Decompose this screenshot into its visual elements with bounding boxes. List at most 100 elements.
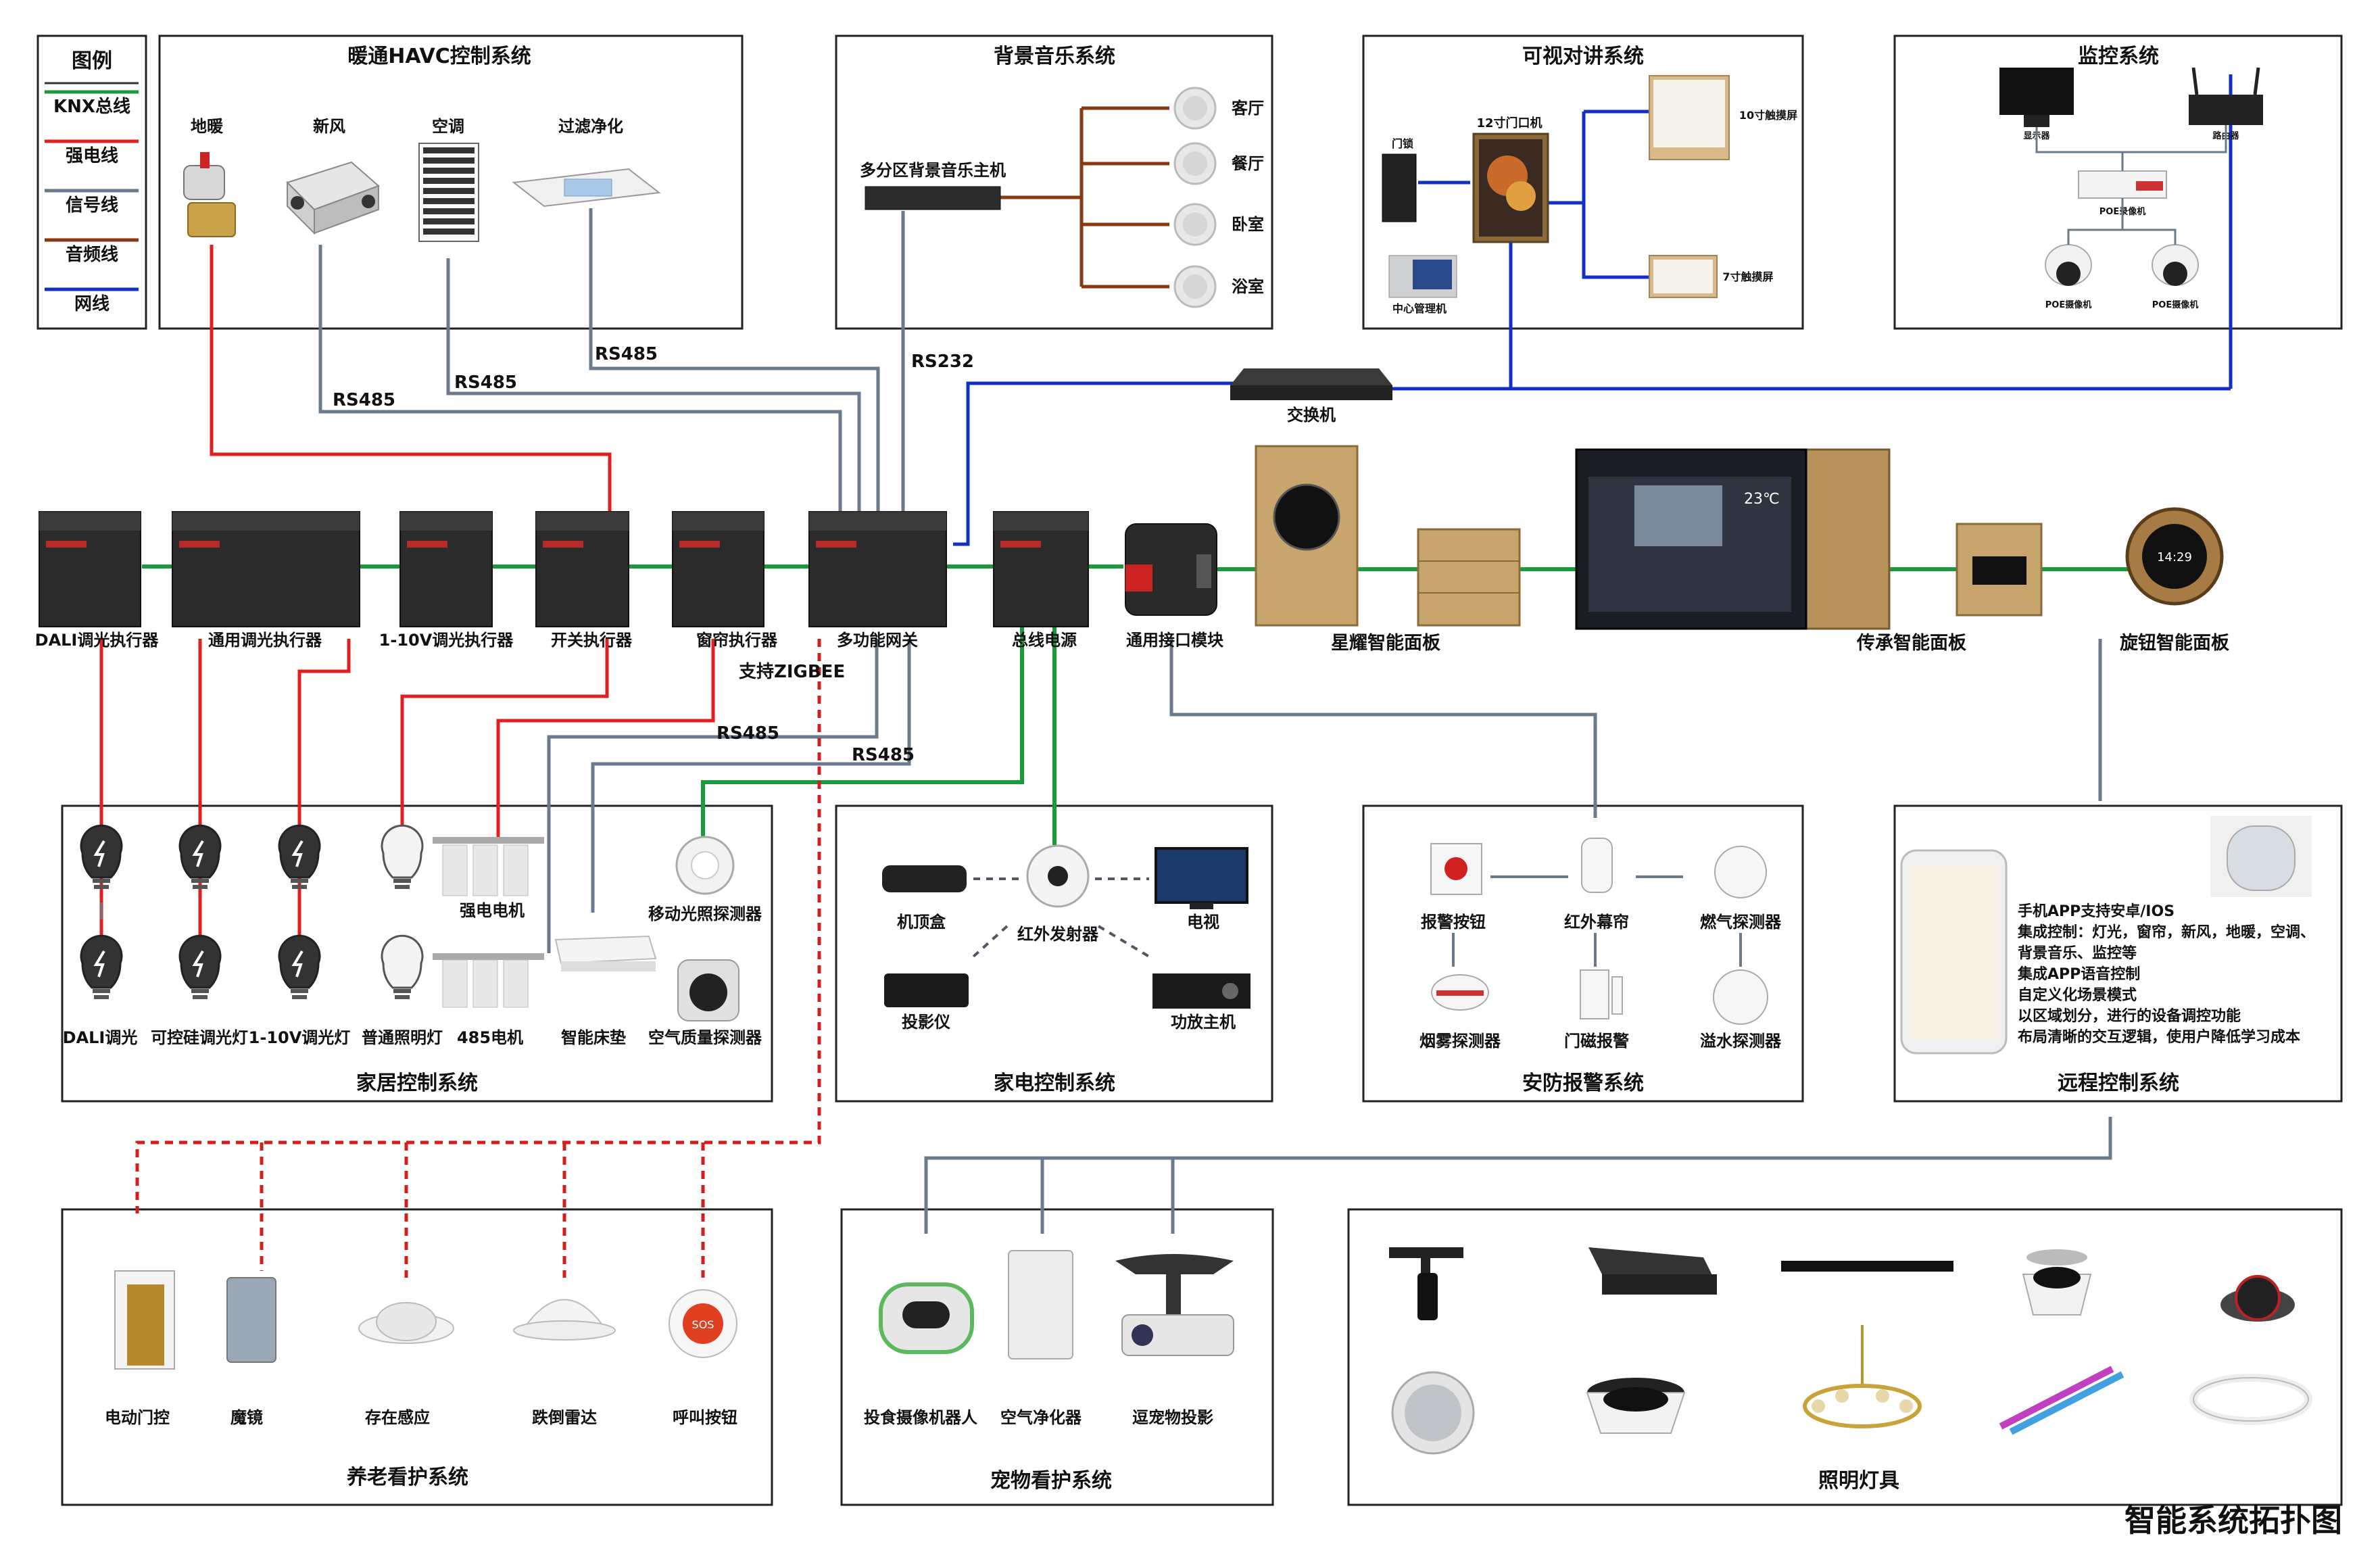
rs485-label-1: RS485 <box>595 344 658 364</box>
presence-sensor-icon <box>358 1302 454 1344</box>
bus-device-label: 多功能网关 <box>837 631 918 650</box>
electric-door-icon <box>114 1270 175 1370</box>
lighting-fixtures: 照明灯具 <box>1389 1247 2312 1493</box>
ir-emitter-icon <box>1026 844 1090 908</box>
bulb-icon <box>178 934 222 989</box>
air-filter-unit-icon <box>512 168 661 208</box>
security-alarm-label: 报警按钮 <box>1421 913 1486 932</box>
cctv-cam2-label: POE摄像机 <box>2152 299 2198 310</box>
cctv-cam1-label: POE摄像机 <box>2045 299 2091 310</box>
pet-purifier-label: 空气净化器 <box>1000 1408 1082 1427</box>
appliance-system: 机顶盒 红外发射器 电视 投影仪 功放主机 家电控制系统 <box>882 844 1250 1095</box>
bus-device-label: 开关执行器 <box>551 631 633 650</box>
alarm-button-icon <box>1430 843 1482 895</box>
music-host-label: 多分区背景音乐主机 <box>860 161 1006 180</box>
rs485-label-5: RS485 <box>852 745 915 765</box>
system-frames <box>37 34 2343 1506</box>
remote-title: 远程控制系统 <box>2058 1071 2179 1095</box>
home-title: 家居控制系统 <box>356 1071 478 1095</box>
remote-control-system: 手机APP支持安卓/IOS集成控制：灯光，窗帘，新风，地暖，空调、背景音乐、监控… <box>1900 816 2315 1095</box>
elderly-radar-label: 跌倒雷达 <box>532 1408 597 1427</box>
speaker-room-label: 客厅 <box>1232 99 1264 118</box>
appliance-title: 家电控制系统 <box>994 1071 1115 1095</box>
remote-feature-line: 集成控制：灯光，窗帘，新风，地暖，空调、 <box>2017 923 2315 941</box>
bulb-icon <box>381 934 424 989</box>
music-title: 背景音乐系统 <box>994 45 1115 68</box>
bulb-icon <box>178 824 222 879</box>
heritage-panel-label: 传承智能面板 <box>1856 632 1966 654</box>
security-smoke-label: 烟雾探测器 <box>1419 1032 1501 1051</box>
legend-item-label: 网线 <box>74 294 110 314</box>
touch-screen-10-icon <box>1649 75 1730 160</box>
magic-mirror-icon <box>226 1277 276 1363</box>
star-panel-label: 星耀智能面板 <box>1331 632 1440 654</box>
hvac-floor-heating-label: 地暖 <box>191 117 224 136</box>
bus-device-icon <box>672 511 764 627</box>
elderly-title: 养老看护系统 <box>347 1466 468 1489</box>
touch-screen-7-icon <box>1649 255 1718 298</box>
ac-vent-icon <box>418 143 479 242</box>
intercom-title: 可视对讲系统 <box>1522 45 1644 68</box>
poe-camera-1-icon <box>2045 244 2092 286</box>
bus-device-icon <box>39 511 141 627</box>
bulb-icon <box>80 934 123 989</box>
lighting-title: 照明灯具 <box>1818 1469 1899 1493</box>
star-panel-icon <box>1255 445 1521 627</box>
home-device-label: 可控硅调光灯 <box>151 1028 248 1047</box>
pet-title: 宠物看护系统 <box>990 1469 1112 1493</box>
bulb-icon <box>381 824 424 879</box>
signal-lines <box>318 208 2112 1234</box>
home-device-label: DALI调光 <box>63 1028 138 1047</box>
home-device-label: 485电机 <box>457 1028 523 1047</box>
home-motion-sensor-label: 移动光照探测器 <box>648 905 762 923</box>
rs485-label-3: RS485 <box>333 390 395 410</box>
amplifier-icon <box>1152 973 1250 1009</box>
bus-device-label: 通用接口模块 <box>1126 631 1223 650</box>
hvac-fresh-air-label: 新风 <box>313 117 345 136</box>
intercom-screen10-label: 10寸触摸屏 <box>1739 109 1797 122</box>
water-leak-detector-icon <box>1713 969 1768 1025</box>
set-top-box-icon <box>882 865 967 892</box>
motion-light-sensor-icon <box>675 836 735 895</box>
knob-panel-icon: 14:29 <box>2125 507 2224 606</box>
phone-app-icon <box>1900 849 2008 1055</box>
security-links <box>1452 875 1742 967</box>
rs485-label-4: RS485 <box>717 723 779 744</box>
home-device-label: 智能床垫 <box>561 1028 626 1047</box>
bus-device-icon <box>535 511 629 627</box>
fall-radar-icon <box>513 1299 616 1341</box>
sos-call-button-icon: SOS <box>669 1289 737 1358</box>
remote-feature-line: 布局清晰的交互逻辑，使用户降低学习成本 <box>2018 1028 2300 1046</box>
center-manager-icon <box>1388 255 1457 298</box>
speaker-room-label: 卧室 <box>1232 215 1264 234</box>
appliance-tv-label: 电视 <box>1187 913 1219 932</box>
remote-feature-line: 集成APP语音控制 <box>2017 965 2140 983</box>
linear-light-icon <box>1781 1261 1953 1272</box>
rs485-label-2: RS485 <box>454 372 517 393</box>
speaker-room-label: 餐厅 <box>1232 154 1264 173</box>
elderly-care-system: SOS 电动门控 魔镜 存在感应 跌倒雷达 呼叫按钮 养老看护系统 <box>105 1270 737 1489</box>
appliance-projector-label: 投影仪 <box>902 1013 951 1032</box>
hvac-ac-label: 空调 <box>432 117 464 136</box>
appliance-amp-label: 功放主机 <box>1171 1013 1236 1032</box>
switch-label: 交换机 <box>1287 406 1336 425</box>
network-lines <box>953 74 2233 546</box>
home-device-label: 普通照明灯 <box>362 1028 443 1047</box>
network-switch-icon <box>1230 368 1392 400</box>
knob-panel-label: 旋钮智能面板 <box>2120 632 2229 654</box>
air-purifier-icon <box>1008 1250 1073 1359</box>
universal-interface-module-icon <box>1125 523 1217 616</box>
music-host-icon <box>865 186 1001 210</box>
bus-device-icon <box>399 511 493 627</box>
cctv-system: 监控系统 显示器 路由器 POE录像机 POE摄像机 POE摄像机 <box>1999 45 2263 310</box>
poe-nvr-icon <box>2078 170 2167 199</box>
bulb-icon <box>80 824 123 879</box>
deep-downlight-icon <box>1586 1378 1686 1434</box>
poe-camera-2-icon <box>2152 244 2199 286</box>
intercom-system: 可视对讲系统 门锁 12寸门口机 中心管理机 10寸触摸屏 7寸触摸屏 <box>1382 45 1797 315</box>
home-device-label: 空气质量探测器 <box>648 1028 762 1047</box>
air-quality-sensor-icon <box>677 959 739 1021</box>
